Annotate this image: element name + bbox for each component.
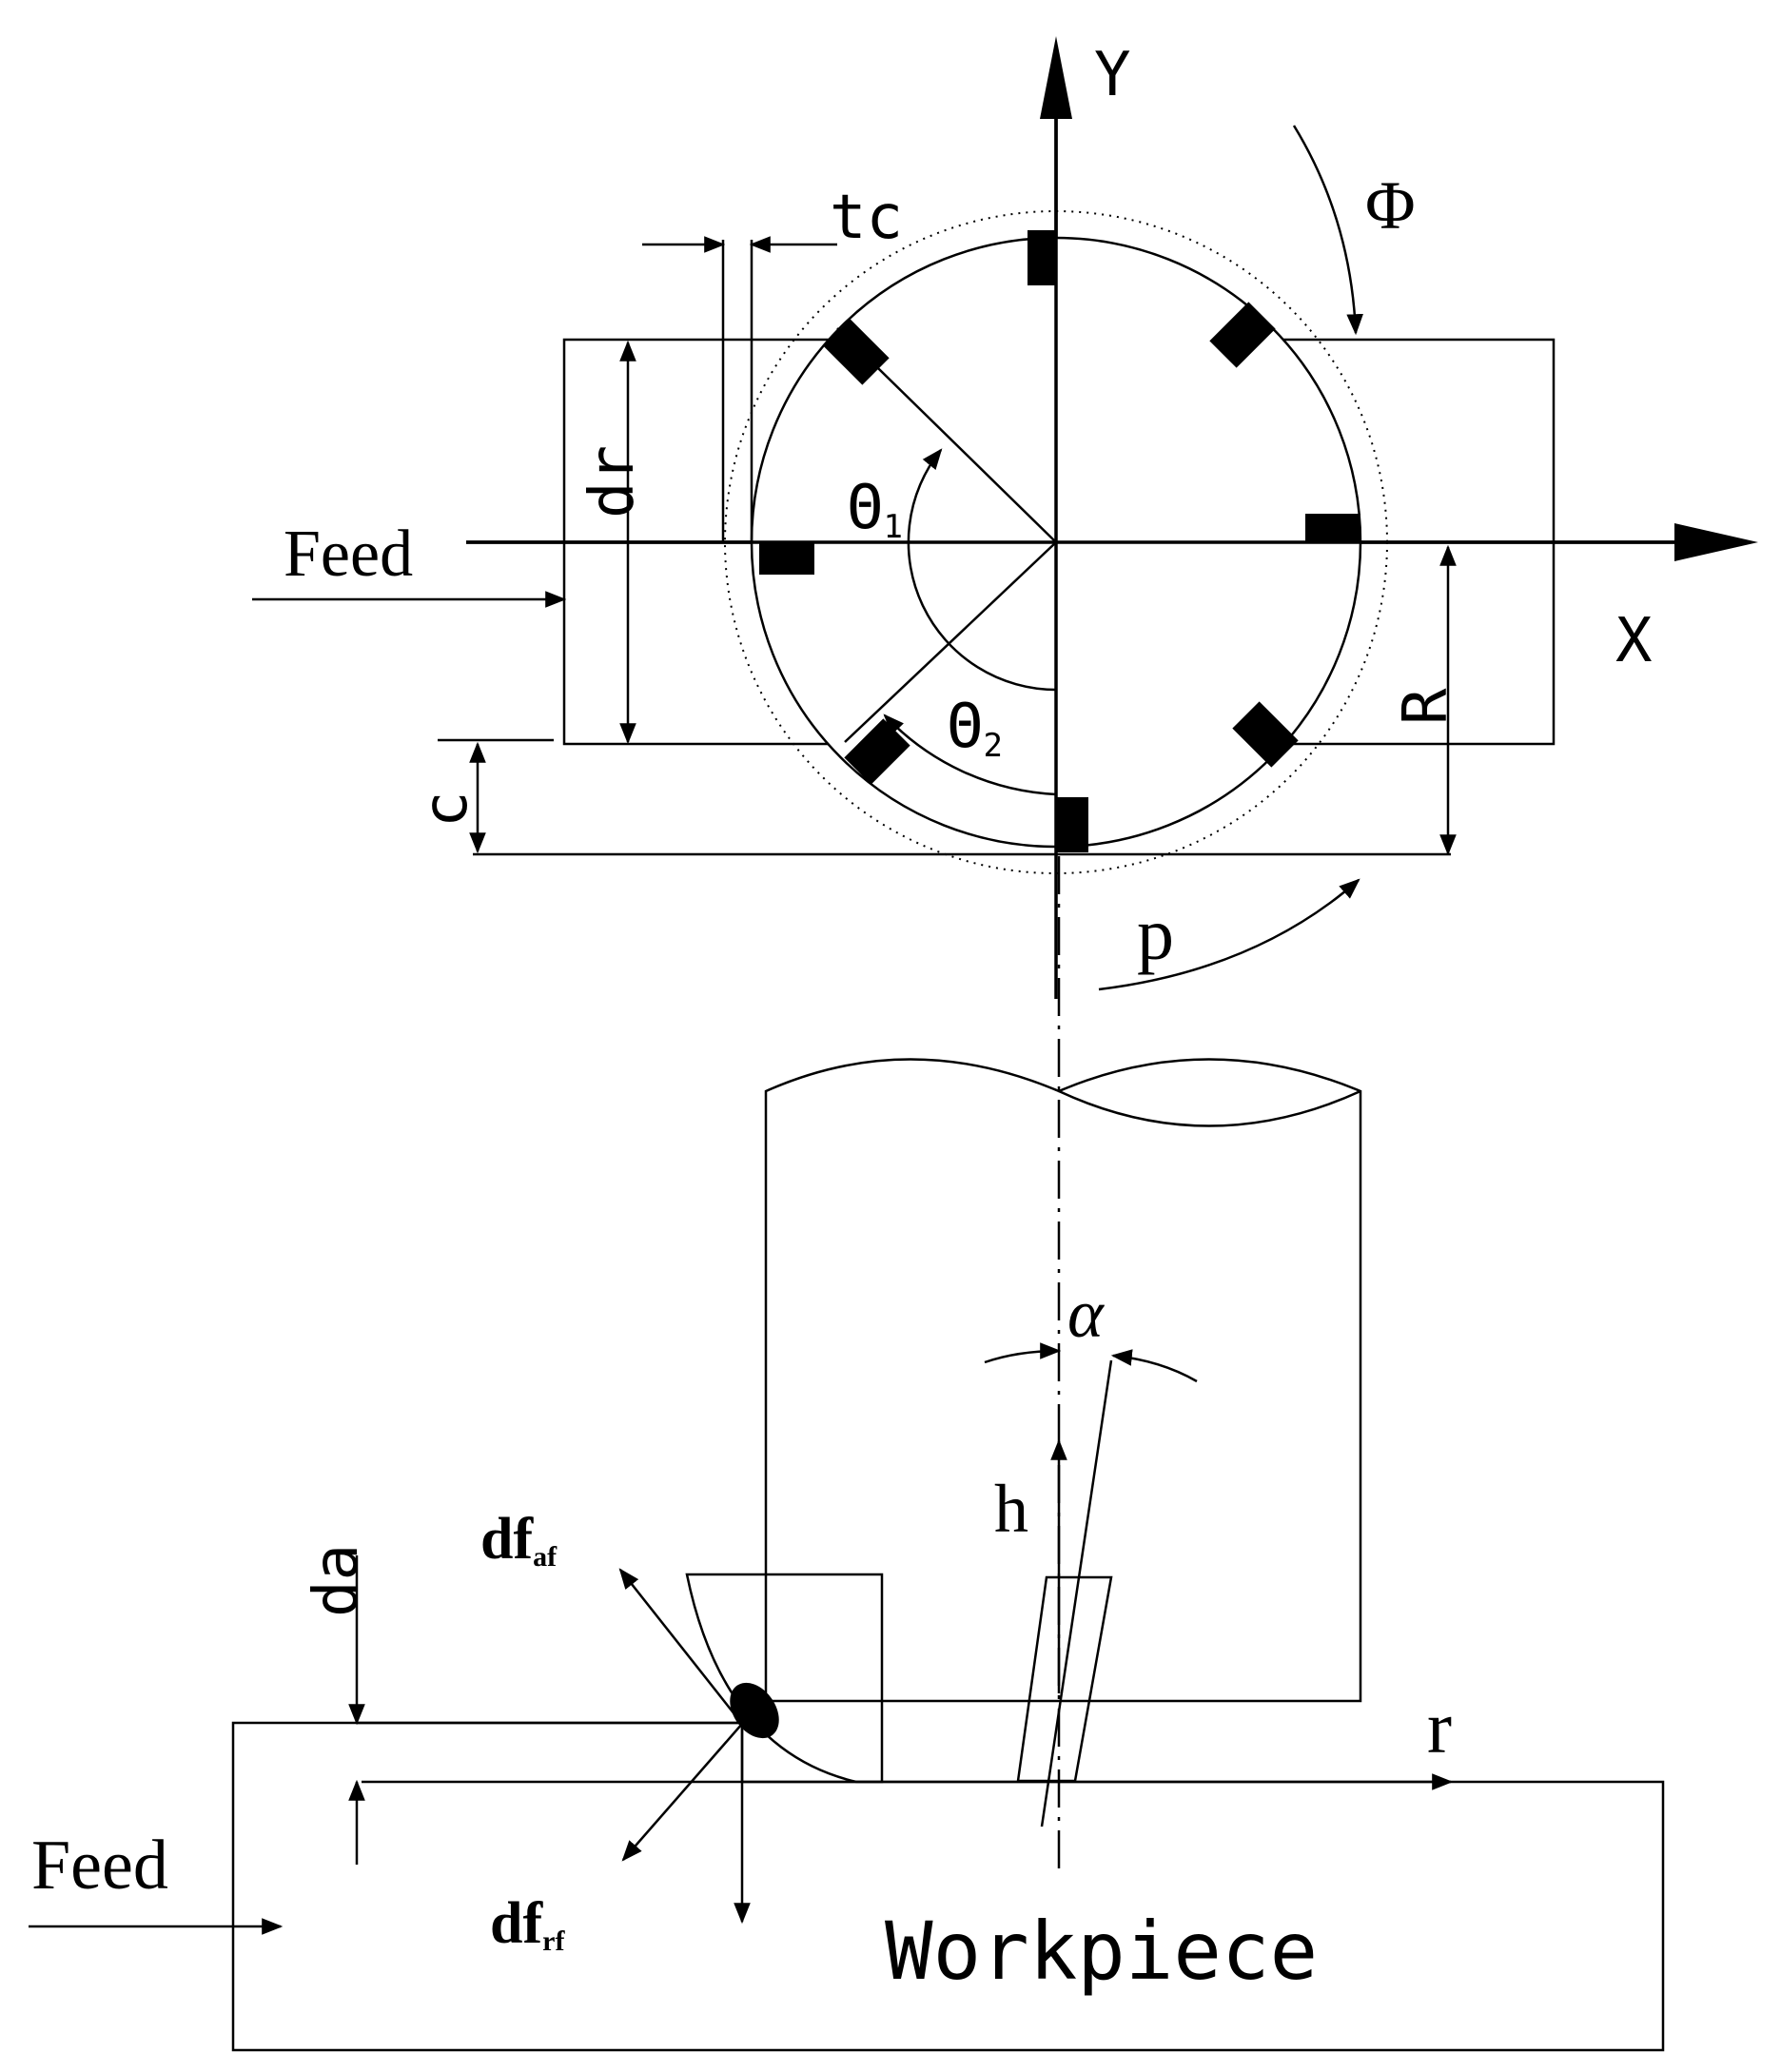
r-axis-label: r — [1427, 1686, 1452, 1769]
insert-profile-left — [685, 1573, 884, 1784]
phi-arrow — [1292, 125, 1363, 336]
df-rf-label: dfrf — [490, 1891, 565, 1957]
phi-label: Φ — [1365, 167, 1416, 244]
tool-body — [764, 1058, 1362, 1703]
workpiece-label: Workpiece — [885, 1905, 1318, 1998]
x-axis-label: X — [1615, 606, 1653, 676]
insert-lower-left — [844, 718, 910, 785]
tc-label: tc — [830, 183, 903, 253]
theta1-arc — [907, 448, 1057, 692]
alpha-label: α — [1067, 1276, 1105, 1352]
theta1-radius-line — [836, 327, 1057, 543]
y-axis-label: Y — [1094, 40, 1131, 110]
h-label: h — [994, 1471, 1028, 1547]
df-af-label: dfaf — [480, 1507, 558, 1573]
feed-label-bottom: Feed — [31, 1827, 168, 1905]
insert-left — [759, 542, 814, 575]
theta2-label: Θ2 — [947, 692, 1003, 765]
workpiece-body — [231, 1721, 1665, 2052]
df-rf-arrow — [621, 1723, 743, 1862]
insert-lower-right — [1232, 701, 1299, 768]
dr-label: dr — [577, 445, 648, 518]
df-af-arrow — [618, 1568, 743, 1725]
theta2-arc — [883, 713, 1057, 796]
R-label: R — [1391, 688, 1461, 725]
tool-break-curve — [1058, 1089, 1361, 1127]
inclined-axis-line — [1040, 1359, 1113, 1828]
feed-label-top: Feed — [284, 518, 413, 591]
theta2-radius-line — [844, 541, 1057, 743]
p-arrow — [1098, 878, 1360, 991]
c-label: c — [411, 791, 481, 828]
p-label: p — [1137, 892, 1174, 975]
insert-upper-left — [823, 319, 890, 385]
theta1-label: Θ1 — [847, 473, 903, 546]
x-axis-arrowhead — [1674, 523, 1758, 561]
da-label: da — [302, 1544, 372, 1617]
y-axis-arrowhead — [1040, 36, 1072, 119]
alpha-arc-right — [1110, 1349, 1198, 1383]
alpha-arc-left — [984, 1342, 1062, 1364]
insert-bottom — [1056, 797, 1088, 852]
insert-upper-right — [1209, 302, 1276, 368]
insert-right — [1305, 514, 1360, 542]
insert-top — [1028, 230, 1056, 285]
